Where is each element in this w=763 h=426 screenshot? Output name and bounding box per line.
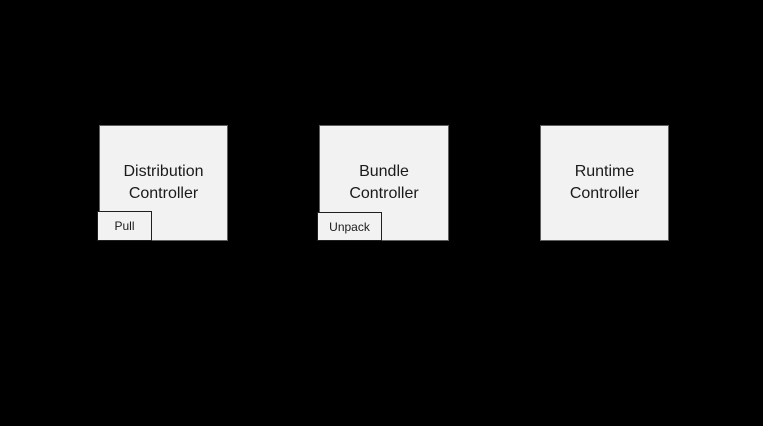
node-title-line: Bundle	[359, 163, 409, 180]
badge-label: Pull	[114, 219, 135, 233]
node-title: Bundle Controller	[349, 161, 418, 205]
node-title-line: Distribution	[123, 163, 204, 180]
node-title-line: Controller	[569, 185, 640, 202]
node-runtime-controller: Runtime Controller	[540, 125, 669, 241]
node-title-line: Runtime	[574, 163, 635, 180]
node-title-line: Controller	[128, 185, 199, 202]
badge-label: Unpack	[329, 219, 370, 234]
node-title-line: Controller	[349, 185, 419, 202]
node-title: Runtime Controller	[570, 161, 639, 205]
node-title: Distribution Controller	[123, 161, 203, 205]
badge-pull: Pull	[97, 211, 152, 241]
badge-unpack: Unpack	[317, 212, 382, 241]
